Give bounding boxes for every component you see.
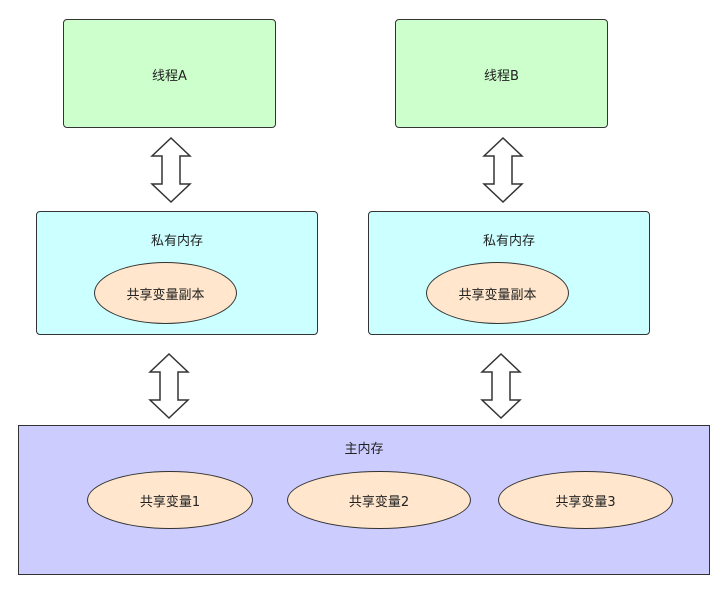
shared-variable-1: 共享变量1 [87, 471, 253, 529]
double-arrow-icon [480, 352, 522, 420]
thread-b-label: 线程B [484, 69, 519, 84]
shared-variable-2: 共享变量2 [287, 471, 471, 529]
shared-variable-copy-b: 共享变量副本 [426, 262, 569, 324]
main-memory-box: 主内存 共享变量1 共享变量2 共享变量3 [18, 425, 710, 575]
private-memory-b-label: 私有内存 [482, 234, 535, 249]
thread-a-label: 线程A [152, 69, 187, 84]
main-memory-label: 主内存 [344, 442, 384, 457]
double-arrow-icon [150, 136, 192, 204]
private-memory-a-label: 私有内存 [150, 234, 203, 249]
double-arrow-icon [148, 352, 190, 420]
thread-b-box: 线程B [395, 19, 608, 128]
double-arrow-icon [482, 136, 524, 204]
thread-a-box: 线程A [63, 19, 276, 128]
shared-variable-3: 共享变量3 [498, 471, 673, 529]
private-memory-a-box: 私有内存 共享变量副本 [36, 211, 318, 335]
shared-variable-copy-a: 共享变量副本 [94, 262, 237, 324]
private-memory-b-box: 私有内存 共享变量副本 [368, 211, 650, 335]
